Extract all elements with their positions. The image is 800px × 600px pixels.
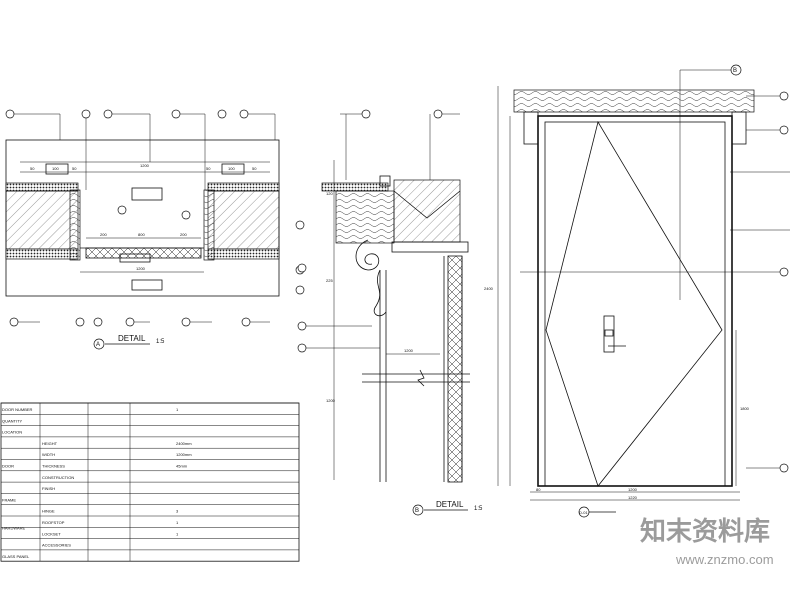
detail-a-top-bubbles [5,109,275,119]
dim-b-4: 1200 [404,348,414,353]
door-elevation: B 2400 1800 80 1200 [484,64,790,518]
detail-b-drawing: 120 225 1200 1200 B DETAIL 1:5 [297,109,483,516]
dim-a-1: 50 [30,166,35,171]
dim-a-3: 50 [72,166,77,171]
detail-a-title: DETAIL [118,334,146,343]
schedule-row-label: THICKNESS [42,464,65,469]
schedule-row-value: 1 [176,407,179,412]
elev-dim-3: 1220 [628,495,638,500]
schedule-row-label: LOCKSET [42,531,61,536]
dim-b-3: 1200 [326,398,336,403]
schedule-row-label: HEIGHT [42,441,58,446]
elevation-marker-label: D-01 [579,510,588,515]
dim-a-5: 50 [206,166,211,171]
dim-a-10: 200 [180,232,187,237]
schedule-row-value: 1 [176,520,179,525]
elevation-section-label: B [733,68,737,74]
detail-a-drawing: 50 100 50 1200 50 100 50 200 800 200 120… [5,109,305,350]
watermark-title: 知末资料库 [640,517,770,547]
schedule-row-value: 3 [176,509,179,514]
elev-dim-lock: 1800 [740,406,750,411]
schedule-row-label: LOCATION [2,430,22,435]
dim-a-6: 100 [228,166,235,171]
elev-dim-height: 2400 [484,286,494,291]
dim-b-2: 225 [326,278,333,283]
schedule-row-label: CONSTRUCTION [42,475,74,480]
dim-b-1: 120 [326,191,333,196]
detail-b-circle-label: B [415,508,419,514]
schedule-group-label: DOOR [2,464,14,469]
dim-a-9: 800 [138,232,145,237]
watermark-url: www.znzmo.com [675,552,774,567]
detail-b-circle [412,504,424,516]
dim-a-7: 50 [252,166,257,171]
schedule-row-label: WIDTH [42,452,55,457]
schedule-row-label: DOOR NUMBER [2,407,33,412]
dim-a-2: 100 [52,166,59,171]
schedule-row-label: ROOFSTOP [42,520,65,525]
detail-b-title: DETAIL [436,500,464,509]
detail-a-scale: 1:5 [156,339,165,345]
schedule-row-label: FINISH [42,486,55,491]
detail-a-circle-label: A [96,342,100,348]
watermark: 知末资料库 www.znzmo.com [640,517,774,567]
dim-a-8: 200 [100,232,107,237]
dim-a-11: 1200 [136,266,146,271]
detail-a-circle [93,338,105,350]
schedule-row-label: HINGE [42,509,55,514]
schedule-row-value: 1200mm [176,452,192,457]
schedule-row-value: 2400mm [176,441,192,446]
schedule-row-label: FRAME [2,497,16,502]
schedule-group-label: HARDWARE [2,526,26,531]
dim-a-4: 1200 [140,163,150,168]
schedule-row-label: GLASS PANEL [2,554,30,559]
elev-dim-1: 80 [536,487,541,492]
detail-b-scale: 1:5 [474,506,483,512]
schedule-row-value: 1 [176,531,179,536]
schedule-row-value: 45mm [176,464,188,469]
schedule-row-label: ACCESSORIES [42,543,71,548]
elev-dim-2: 1200 [628,487,638,492]
schedule-row-label: QUANTITY [2,418,23,423]
